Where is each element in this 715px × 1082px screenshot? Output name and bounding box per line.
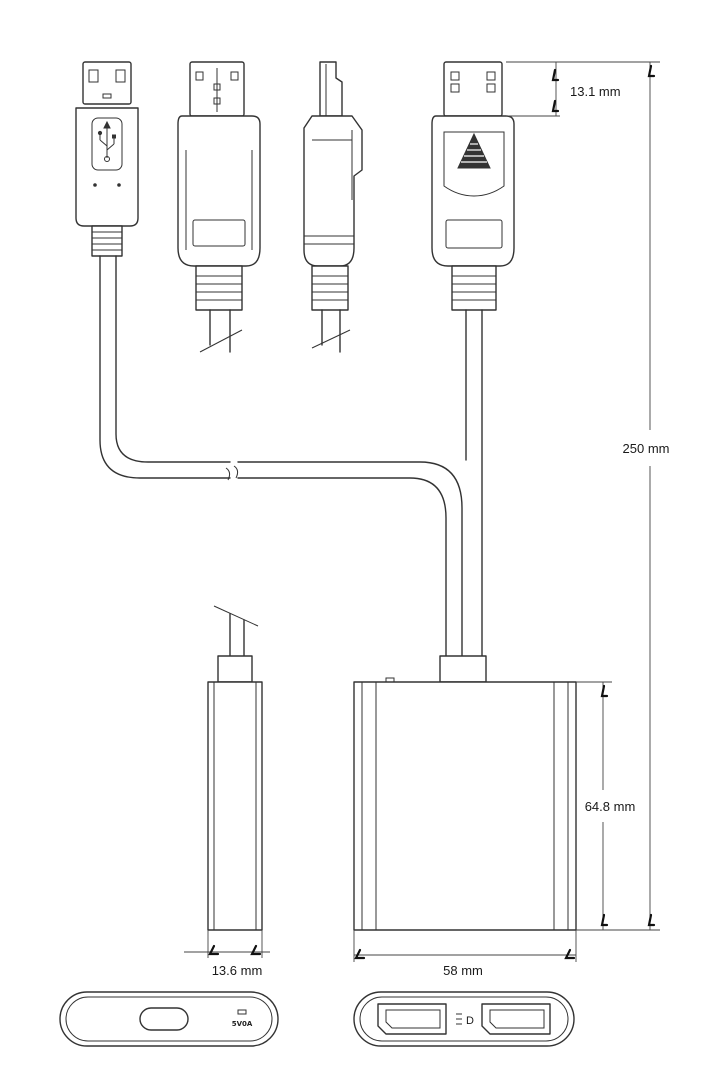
dim-label-cable-length: 250 mm <box>623 441 670 456</box>
dp-plug-front <box>177 61 261 353</box>
release-latch-icon <box>457 132 491 169</box>
dual-dp-icon: D <box>456 1013 474 1027</box>
usb-a-plug <box>75 61 139 257</box>
dp-plug-side <box>303 61 363 353</box>
dim-label-body-depth: 13.6 mm <box>212 963 263 978</box>
dimension-body-height: 64.8 mm <box>576 681 636 931</box>
power-port-label: 5V0A <box>232 1020 253 1028</box>
cable-assembly <box>99 255 487 683</box>
dimension-body-width: 58 mm <box>353 930 577 978</box>
dual-dp-symbol: D <box>466 1015 474 1027</box>
dim-label-body-width: 58 mm <box>443 963 483 978</box>
adapter-body-front <box>353 677 577 931</box>
power-port <box>139 1007 189 1031</box>
dimension-plug-length: 13.1 mm <box>506 61 621 117</box>
dim-label-plug-length: 13.1 mm <box>570 84 621 99</box>
dp-port-left <box>377 1003 447 1035</box>
dim-label-body-height: 64.8 mm <box>585 799 636 814</box>
dp-port-right <box>481 1003 551 1035</box>
output-end-view: D <box>353 991 575 1047</box>
adapter-body-side <box>207 605 263 931</box>
side-end-view: 5V0A <box>59 991 279 1047</box>
dimension-body-depth: 13.6 mm <box>184 930 270 978</box>
dp-plug-main <box>431 61 515 311</box>
usb-icon <box>97 120 116 162</box>
